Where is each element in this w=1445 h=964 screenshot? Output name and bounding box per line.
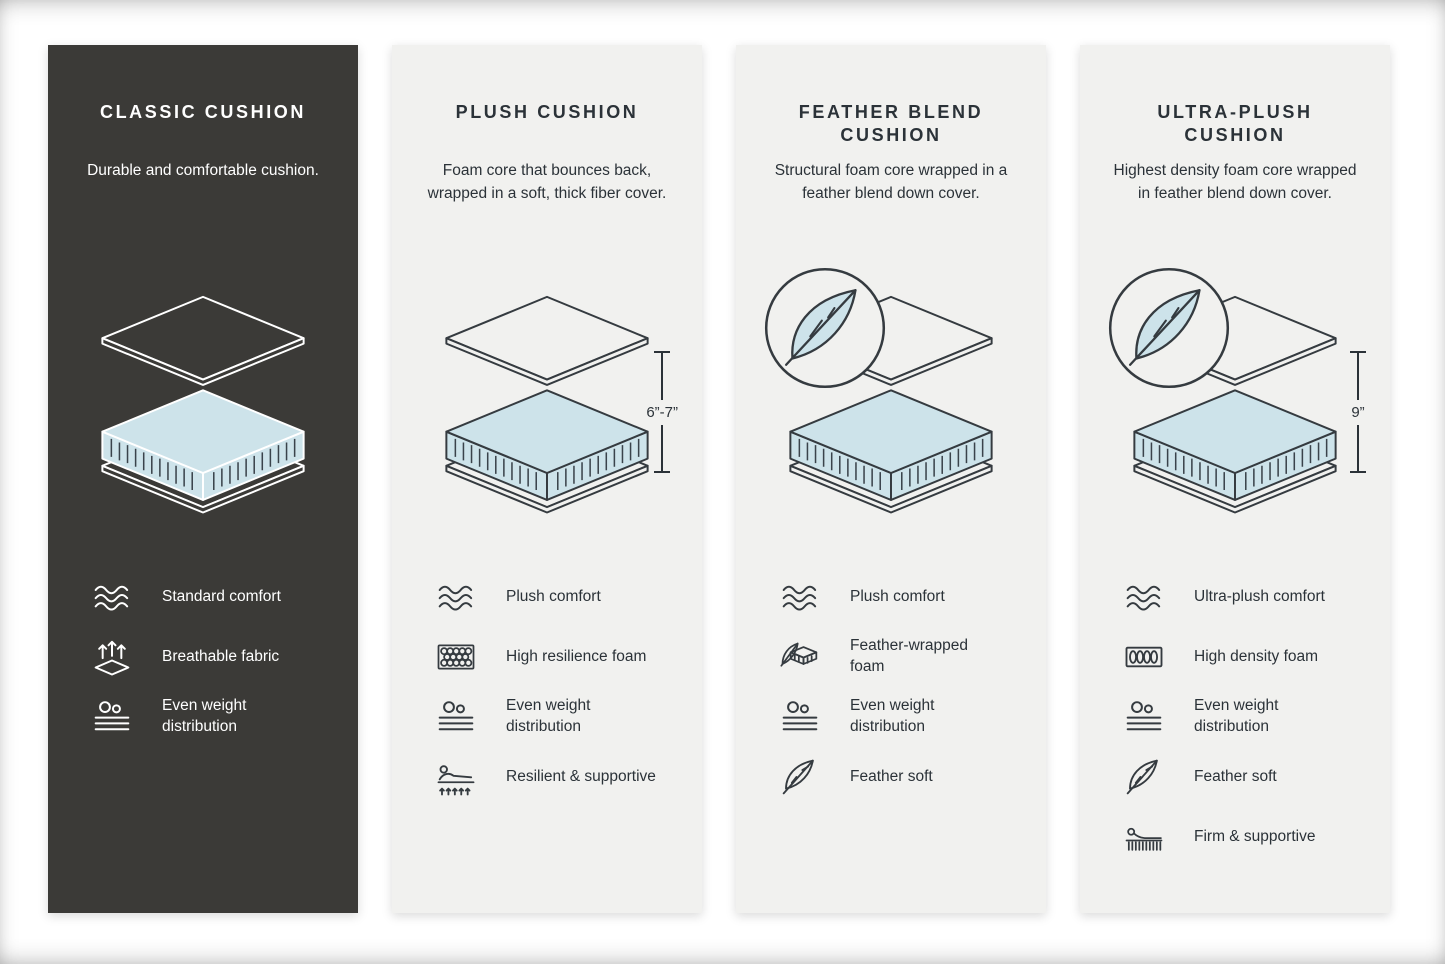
feather-badge-icon bbox=[1106, 265, 1232, 391]
measure-top-cap bbox=[654, 351, 671, 353]
panel-title: ULTRA-PLUSH CUSHION bbox=[1157, 102, 1313, 146]
feature-row: Feather-wrapped foam bbox=[774, 633, 1032, 681]
cushion-illustration: 6”-7” bbox=[392, 247, 702, 519]
feature-label: Plush comfort bbox=[850, 587, 945, 605]
weight-distribution-icon bbox=[1118, 696, 1170, 738]
feather-foam-icon bbox=[774, 636, 826, 678]
panel-classic-cushion: CLASSIC CUSHION Durable and comfortable … bbox=[48, 45, 358, 913]
feature-label: High density foam bbox=[1194, 647, 1319, 665]
feature-row: Even weight distribution bbox=[774, 693, 1032, 741]
feather-badge-icon bbox=[762, 265, 888, 391]
weight-distribution-icon bbox=[430, 696, 482, 738]
panel-feather-blend-cushion: FEATHER BLEND CUSHION Structural foam co… bbox=[736, 45, 1046, 913]
cushion-layers-diagram bbox=[432, 295, 662, 518]
recline-support-icon bbox=[430, 756, 482, 798]
feature-label: Plush comfort bbox=[506, 587, 601, 605]
feature-list: Ultra-plush comfort High density foam Ev… bbox=[1080, 573, 1390, 861]
firm-support-icon bbox=[1118, 816, 1170, 858]
feature-row: Even weight distribution bbox=[86, 693, 344, 741]
panel-description: Foam core that bounces back, wrapped in … bbox=[427, 162, 667, 203]
measure-line bbox=[1357, 353, 1359, 400]
feature-label: Feather-wrapped foam bbox=[850, 637, 969, 675]
feature-row: Plush comfort bbox=[774, 573, 1032, 621]
cushion-panels: CLASSIC CUSHION Durable and comfortable … bbox=[48, 45, 1390, 913]
feature-row: Standard comfort bbox=[86, 573, 344, 621]
density-foam-icon bbox=[1118, 636, 1170, 678]
panel-title: PLUSH CUSHION bbox=[455, 102, 639, 122]
feature-label: Ultra-plush comfort bbox=[1194, 587, 1325, 605]
feature-row: Plush comfort bbox=[430, 573, 688, 621]
feature-label: Even weight distribution bbox=[850, 697, 935, 735]
feature-row: High resilience foam bbox=[430, 633, 688, 681]
weight-distribution-icon bbox=[774, 696, 826, 738]
height-measure: 6”-7” bbox=[646, 351, 678, 473]
feature-list: Standard comfort Breathable fabric Even … bbox=[48, 573, 358, 741]
panel-title: FEATHER BLEND CUSHION bbox=[798, 102, 984, 146]
feature-list: Plush comfort Feather-wrapped foam Even … bbox=[736, 573, 1046, 801]
feature-list: Plush comfort High resilience foam Even … bbox=[392, 573, 702, 801]
waves-icon bbox=[1118, 576, 1170, 618]
measure-line bbox=[661, 424, 663, 471]
panel-plush-cushion: PLUSH CUSHION Foam core that bounces bac… bbox=[392, 45, 702, 913]
feature-label: Resilient & supportive bbox=[506, 767, 656, 785]
panel-ultra-plush-cushion: ULTRA-PLUSH CUSHION Highest density foam… bbox=[1080, 45, 1390, 913]
measure-top-cap bbox=[1350, 351, 1366, 353]
cushion-illustration bbox=[736, 247, 1046, 519]
height-measure: 9” bbox=[1350, 351, 1366, 473]
panel-description: Durable and comfortable cushion. bbox=[87, 162, 319, 179]
waves-icon bbox=[430, 576, 482, 618]
measure-bottom-cap bbox=[654, 471, 671, 473]
feature-row: Firm & supportive bbox=[1118, 813, 1376, 861]
feature-label: High resilience foam bbox=[506, 647, 647, 665]
measure-line bbox=[661, 353, 663, 400]
feature-label: Firm & supportive bbox=[1194, 827, 1316, 845]
height-measure-label: 6”-7” bbox=[646, 403, 678, 421]
feature-row: Resilient & supportive bbox=[430, 753, 688, 801]
weight-distribution-icon bbox=[86, 696, 138, 738]
feature-label: Even weight distribution bbox=[506, 697, 591, 735]
feature-row: Feather soft bbox=[774, 753, 1032, 801]
panel-title: CLASSIC CUSHION bbox=[99, 102, 306, 122]
height-measure-label: 9” bbox=[1351, 403, 1365, 421]
feature-label: Feather soft bbox=[850, 767, 933, 785]
cushion-layers-diagram bbox=[88, 295, 318, 518]
breathable-icon bbox=[86, 636, 138, 678]
feather-icon bbox=[1118, 756, 1170, 798]
waves-icon bbox=[86, 576, 138, 618]
feature-label: Even weight distribution bbox=[1194, 697, 1279, 735]
panel-description: Highest density foam core wrapped in fea… bbox=[1113, 162, 1357, 203]
panel-description: Structural foam core wrapped in a feathe… bbox=[774, 162, 1008, 203]
cushion-illustration bbox=[48, 247, 358, 519]
feature-row: Feather soft bbox=[1118, 753, 1376, 801]
resilience-foam-icon bbox=[430, 636, 482, 678]
feature-label: Feather soft bbox=[1194, 767, 1277, 785]
feature-label: Standard comfort bbox=[162, 587, 281, 605]
measure-line bbox=[1357, 424, 1359, 471]
waves-icon bbox=[774, 576, 826, 618]
feather-icon bbox=[774, 756, 826, 798]
feature-label: Breathable fabric bbox=[162, 647, 280, 665]
feature-row: High density foam bbox=[1118, 633, 1376, 681]
cushion-illustration: 9” bbox=[1080, 247, 1390, 519]
feature-row: Ultra-plush comfort bbox=[1118, 573, 1376, 621]
measure-bottom-cap bbox=[1350, 471, 1366, 473]
feature-row: Even weight distribution bbox=[430, 693, 688, 741]
feature-label: Even weight distribution bbox=[162, 697, 247, 735]
feature-row: Breathable fabric bbox=[86, 633, 344, 681]
feature-row: Even weight distribution bbox=[1118, 693, 1376, 741]
